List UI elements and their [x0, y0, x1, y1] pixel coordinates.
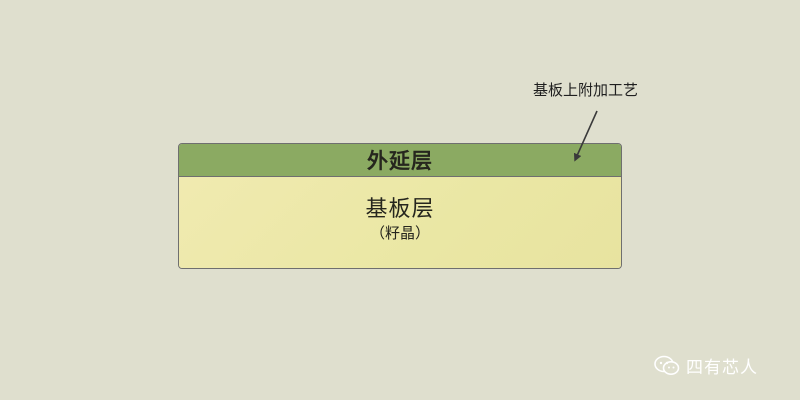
epitaxial-layer-label: 外延层 [367, 149, 433, 173]
epitaxial-layer: 外延层 [179, 144, 621, 177]
substrate-layer-label: 基板层 [365, 196, 435, 222]
watermark-text: 四有芯人 [686, 358, 758, 378]
wechat-icon [654, 355, 680, 375]
layer-stack: 外延层 基板层 （籽晶） [178, 143, 622, 269]
callout-label: 基板上附加工艺 [533, 81, 639, 99]
substrate-layer-sublabel: （籽晶） [369, 223, 430, 242]
watermark: 四有芯人 [654, 353, 758, 378]
substrate-layer: 基板层 （籽晶） [179, 177, 621, 268]
